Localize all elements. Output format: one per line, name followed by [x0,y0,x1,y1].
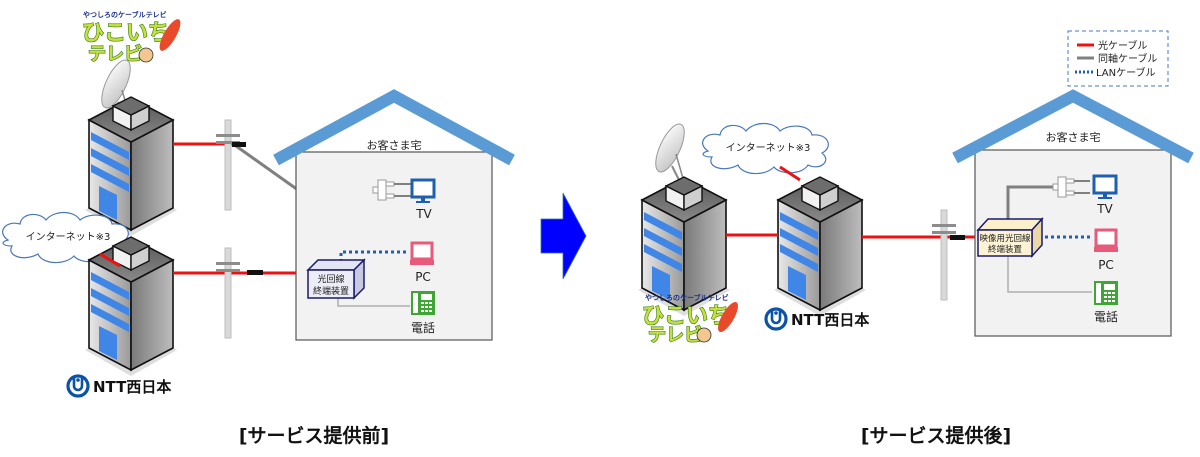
phone-cable [337,296,410,307]
pc-icon [408,241,436,267]
after-caption: [サービス提供後] [861,424,1011,447]
phone-label: 電話 [411,320,435,335]
ntt-mark-icon [66,374,90,398]
house-title: お客さま宅 [1046,130,1101,144]
before-caption: [サービス提供前] [239,424,389,447]
tv-label: TV [1096,202,1113,216]
tv-label: TV [415,207,432,221]
mascot-icon [718,301,738,333]
house-body [295,151,493,341]
internet-cloud-after: インターネット※3 [702,122,829,175]
house-roof [952,89,1194,164]
before-section: やつしろのケーブルテレビ ひこいち テレビ インターネット※3 [2,10,515,447]
coax-cable-house [1006,185,1058,221]
connector-icon [950,235,965,240]
internet-label: インターネット※3 [726,142,811,154]
cable-tv-logo-after: やつしろのケーブルテレビ ひこいち テレビ [641,293,738,347]
legend-fiber-label: 光ケーブル [1098,39,1147,52]
utility-pole-icon [215,119,241,211]
internet-cloud-before: インターネット※3 [2,211,129,264]
ntt-mark-icon [764,307,788,331]
legend: 光ケーブル 同軸ケーブル LANケーブル [1067,30,1169,87]
onu-label-line1: 光回線 [317,273,344,285]
onu-label-line2: 終端装置 [313,285,349,297]
phone-label: 電話 [1094,309,1118,324]
customer-house-after: お客さま宅 TV PC 電話 映像用光回線 終端装置 [952,89,1194,337]
mascot-face-icon [138,47,154,63]
ntt-building-icon [84,236,178,377]
cable-tv-logo-subtitle: やつしろのケーブルテレビ [645,293,729,302]
ntt-logo-text: NTT西日本 [791,311,869,329]
customer-house-before: お客さま宅 TV PC 電話 光回線 終端装置 [273,89,515,341]
connector-icon [232,142,246,147]
pc-label: PC [1098,258,1114,272]
cable-tv-logo-subtitle: やつしろのケーブルテレビ [83,10,167,19]
mascot-face-icon [696,327,712,343]
cable-tv-logo-line1: ひこいち [82,21,170,46]
cable-tv-logo-line1: ひこいち [642,304,730,329]
mascot-icon [159,19,181,51]
cable-tv-logo-line2: テレビ [648,325,702,346]
phone-icon [1094,281,1118,305]
legend-coax-label: 同軸ケーブル [1098,52,1157,65]
legend-lan-label: LANケーブル [1096,66,1156,79]
ntt-logo-after: NTT西日本 [764,307,869,331]
onu-box-before: 光回線 終端装置 [306,258,366,300]
transition-arrow-icon [540,192,587,280]
utility-pole-icon [931,209,957,301]
cable-tv-logo-line2: テレビ [88,44,142,65]
ntt-logo-before: NTT西日本 [66,374,171,398]
house-title: お客さま宅 [367,138,422,152]
onu-label-line1: 映像用光回線 [979,233,1031,244]
house-roof [273,89,515,166]
internet-label: インターネット※3 [26,231,111,243]
phone-icon [411,291,435,315]
after-section: 光ケーブル 同軸ケーブル LANケーブル インターネット※3 やつしろのケーブル… [637,30,1194,447]
fiber-cable-internet [779,165,801,182]
utility-pole-icon [215,247,241,339]
pc-icon [1092,228,1120,254]
onu-label-line2: 終端装置 [988,244,1023,255]
pc-label: PC [415,270,431,284]
onu-box-after: 映像用光回線 終端装置 [976,217,1044,258]
satellite-dish-icon [648,119,692,183]
connector-icon [247,270,263,275]
fiber-cable-internet [99,252,121,268]
coax-cable-drop [235,144,299,192]
phone-cable [1007,255,1092,293]
ntt-logo-text: NTT西日本 [93,378,171,396]
cable-tv-logo-before: やつしろのケーブルテレビ ひこいち テレビ [81,10,181,66]
ntt-building-icon [773,176,867,317]
